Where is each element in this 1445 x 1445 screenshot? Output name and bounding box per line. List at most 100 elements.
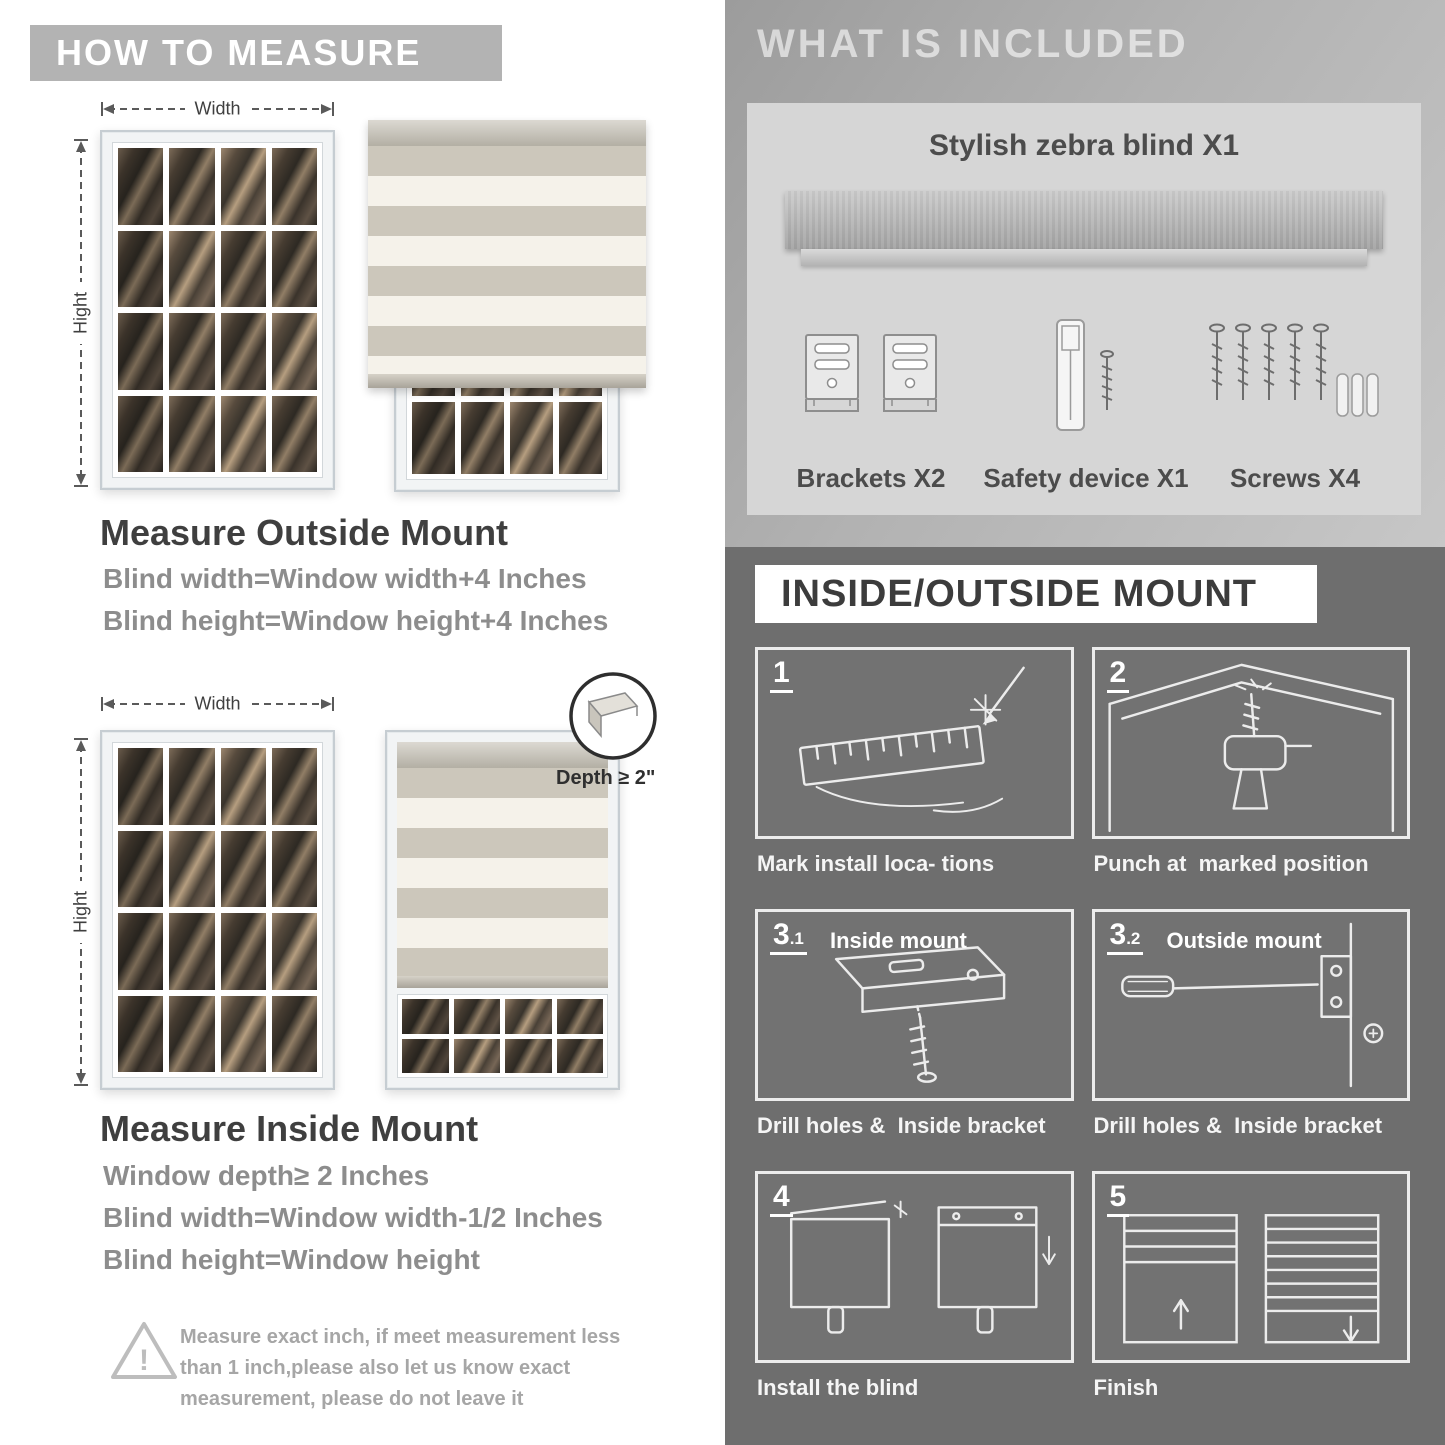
step-4-caption: Install the blind (757, 1375, 919, 1400)
drill-illustration-icon (1107, 663, 1394, 833)
outside-bracket-illustration-icon (1120, 922, 1383, 1088)
height-label: Hight (70, 281, 92, 345)
depth-label: Depth ≥ 2" (556, 767, 656, 789)
included-panel: Stylish zebra blind X1 (747, 103, 1421, 515)
blind-headrail-image (785, 191, 1383, 249)
step-3-1-title: Inside mount (830, 928, 967, 953)
window-pane (271, 230, 317, 307)
window-pane (118, 830, 164, 907)
included-item-brackets: Brackets X2 (761, 289, 981, 494)
window-pane (271, 748, 317, 825)
window-pane (271, 830, 317, 907)
inside-mount-rule-depth: Window depth≥ 2 Inches (103, 1160, 430, 1191)
mount-section-header: INSIDE/OUTSIDE MOUNT (755, 565, 1317, 623)
height-arrow: Hight (70, 737, 92, 1087)
outside-mount-rule-height: Blind height=Window height+4 Inches (103, 605, 609, 636)
step-3-1: 3.1 Inside mount Drill holes & Inside br… (755, 909, 1074, 1171)
step-3-2-caption: Drill holes & Inside bracket (1093, 1113, 1383, 1138)
brackets-label: Brackets X2 (796, 463, 946, 493)
window-panes (112, 142, 323, 478)
what-is-included-section: WHAT IS INCLUDED Stylish zebra blind X1 (725, 0, 1445, 547)
window-panes (397, 994, 608, 1078)
safety-device-label: Safety device X1 (983, 463, 1189, 493)
step-5: 5 Finish (1091, 1171, 1410, 1433)
window-pane (118, 313, 164, 390)
window-pane (220, 913, 266, 990)
width-arrow: Width (100, 98, 335, 120)
bare-window-illustration (100, 730, 335, 1090)
svg-text:!: ! (139, 1344, 149, 1377)
inside-mount-rule-width: Blind width=Window width-1/2 Inches (103, 1202, 603, 1233)
height-arrow: Hight (70, 138, 92, 488)
window-pane (556, 999, 603, 1034)
window-pane (402, 1038, 449, 1073)
screws-label: Screws X4 (1229, 463, 1361, 493)
blind-bottom-rail (368, 374, 646, 388)
blind-bottom-rail-image (801, 249, 1367, 266)
window-pane (505, 1038, 552, 1073)
window-pane (556, 1038, 603, 1073)
outside-mount-figure: Width Hight (70, 98, 670, 500)
blind-cassette (368, 120, 646, 146)
step-4: 4 Install the blind (755, 1171, 1074, 1433)
zebra-blind-graphic (397, 742, 608, 988)
step-number: 5 (1106, 1182, 1130, 1217)
step-3-1-caption: Drill holes & Inside bracket (757, 1113, 1046, 1138)
window-pane (220, 148, 266, 225)
window-pane (118, 913, 164, 990)
outside-mount-blind-illustration (368, 120, 646, 492)
how-to-measure-header: HOW TO MEASURE (30, 25, 502, 81)
window-pane (118, 395, 164, 472)
step-3-1-panel: 3.1 Inside mount (755, 909, 1074, 1101)
window-pane (453, 999, 500, 1034)
height-arrow-icon (74, 738, 88, 1086)
window-pane (169, 995, 215, 1072)
step-number: 2 (1106, 658, 1130, 693)
outside-mount-rule-width: Blind width=Window width+4 Inches (103, 563, 587, 594)
step-number: 3.2 (1106, 920, 1144, 955)
brackets-icon (800, 289, 942, 463)
window-pane (118, 748, 164, 825)
window-pane (453, 1038, 500, 1073)
blind-stripes (368, 146, 646, 374)
step-number: 1 (770, 658, 793, 693)
step-1-caption: Mark install loca- tions (757, 851, 995, 876)
outside-mount-title: Measure Outside Mount (100, 512, 509, 553)
window-pane (271, 395, 317, 472)
inside-mount-figure: Width Hight (70, 672, 690, 1110)
step-3-2: 3.2 Outside mount Drill holes & Inside b… (1091, 909, 1410, 1171)
warning-triangle-icon: ! (108, 1318, 180, 1389)
height-arrow-icon (74, 139, 88, 487)
finish-illustration-icon (1122, 1214, 1379, 1344)
window-pane (461, 401, 504, 474)
width-arrow: Width (100, 693, 335, 715)
step-2-caption: Punch at marked position (1093, 851, 1369, 876)
window-pane (118, 148, 164, 225)
mount-steps-grid: 1 Mark install loca- tions (755, 647, 1410, 1433)
window-pane (118, 995, 164, 1072)
step-5-panel: 5 (1091, 1171, 1410, 1363)
included-item-safety-device: Safety device X1 (981, 289, 1191, 494)
inside-mount-rule-height: Blind height=Window height (103, 1244, 480, 1275)
blind-stripes (397, 768, 608, 976)
install-blind-illustration-icon (789, 1200, 1056, 1334)
window-pane (169, 913, 215, 990)
window-pane (169, 748, 215, 825)
width-label: Width (184, 693, 251, 715)
window-pane (412, 401, 455, 474)
window-pane (271, 148, 317, 225)
window-pane (169, 830, 215, 907)
window-pane (220, 395, 266, 472)
window-pane (510, 401, 553, 474)
step-number: 4 (770, 1182, 793, 1217)
zebra-blind-label: Stylish zebra blind X1 (928, 129, 1240, 162)
mark-locations-illustration-icon (798, 666, 1025, 813)
inside-bracket-illustration-icon (834, 946, 1006, 1083)
window-pane (220, 748, 266, 825)
window-pane (271, 913, 317, 990)
step-1: 1 Mark install loca- tions (755, 647, 1074, 909)
window-pane (559, 401, 602, 474)
depth-callout (567, 670, 687, 767)
step-5-caption: Finish (1093, 1375, 1159, 1400)
